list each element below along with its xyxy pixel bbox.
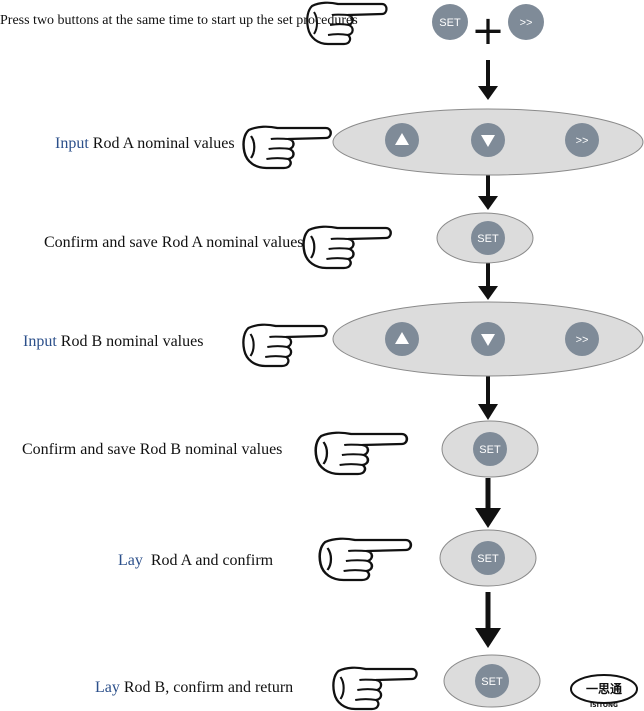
down-button[interactable] [471, 322, 505, 356]
keypad-rod-a: >> [332, 108, 644, 176]
triangle-down-icon [481, 334, 495, 346]
isitong-logo: 一思通 ISITONG [570, 674, 638, 709]
next-button[interactable]: >> [508, 4, 544, 40]
svg-text:SET: SET [477, 553, 499, 565]
flow-arrow [478, 60, 498, 100]
svg-text:SET: SET [439, 17, 461, 29]
set-button[interactable]: SET [432, 4, 468, 40]
lay-rod-b: SET [443, 654, 541, 708]
next-button[interactable]: >> [565, 322, 599, 356]
triangle-down-icon [481, 135, 495, 147]
step-7-label: Lay Rod B, confirm and return [95, 679, 294, 696]
pointing-hand-icon [242, 323, 328, 368]
svg-text:>>: >> [576, 334, 589, 346]
up-button[interactable] [385, 123, 419, 157]
triangle-up-icon [395, 133, 409, 145]
set-button[interactable]: SET [475, 664, 509, 698]
flow-arrow [475, 592, 501, 648]
triangle-up-icon [395, 332, 409, 344]
pointing-hand-icon [314, 431, 409, 476]
flow-arrow [475, 478, 501, 528]
svg-text:SET: SET [477, 233, 499, 245]
up-button[interactable] [385, 322, 419, 356]
step-3-label: Confirm and save Rod A nominal values [44, 234, 304, 251]
svg-text:>>: >> [520, 17, 533, 29]
svg-text:一思通: 一思通 [586, 681, 622, 696]
step-5-label: Confirm and save Rod B nominal values [22, 441, 283, 458]
step-1-label: Press two buttons at the same time to st… [0, 13, 358, 28]
svg-text:ISITONG: ISITONG [590, 702, 618, 709]
flow-arrow [478, 175, 498, 210]
svg-text:SET: SET [479, 444, 501, 456]
next-button[interactable]: >> [565, 123, 599, 157]
set-button[interactable]: SET [471, 221, 505, 255]
flow-arrow [478, 376, 498, 420]
set-button[interactable]: SET [473, 432, 507, 466]
lay-rod-a: SET [439, 529, 537, 587]
step-2-label: Input Rod A nominal values [55, 135, 235, 152]
step-4-label: Input Rod B nominal values [23, 333, 204, 350]
step-6-label: Lay Rod A and confirm [118, 552, 274, 569]
set-button[interactable]: SET [471, 541, 505, 575]
confirm-rod-b: SET [441, 420, 539, 478]
confirm-rod-a: SET [436, 212, 534, 264]
svg-text:SET: SET [481, 676, 503, 688]
pointing-hand-icon [318, 537, 413, 582]
keypad-rod-b: >> [332, 301, 644, 377]
pointing-hand-icon [302, 225, 392, 270]
flow-arrow [478, 263, 498, 300]
pointing-hand-icon [332, 666, 418, 711]
pointing-hand-icon [242, 125, 332, 170]
down-button[interactable] [471, 123, 505, 157]
plus-sign: + [471, 8, 505, 54]
svg-text:>>: >> [576, 135, 589, 147]
